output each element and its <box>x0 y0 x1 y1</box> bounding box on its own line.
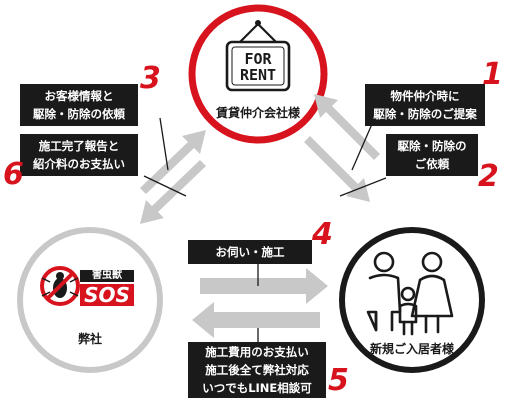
rent-sign-text: FOR RENT <box>227 44 289 90</box>
step-3-line2: 駆除・防除の依頼 <box>33 107 125 121</box>
step-number-6: 6 <box>3 157 24 192</box>
step-number-3: 3 <box>140 61 161 96</box>
pest-sos-logo <box>40 266 134 306</box>
rent-sign-line1: FOR <box>244 50 272 68</box>
step-5-line2: 施工後全て弊社対応 <box>205 363 309 377</box>
step-5-line1: 施工費用のお支払い <box>205 345 309 359</box>
step-5-line3: いつでもLINE相談可 <box>202 381 312 395</box>
step-1-line2: 駆除・防除のご提案 <box>373 107 477 121</box>
step-2-line2: ご依頼 <box>414 157 450 171</box>
step-label-5: 施工費用のお支払い 施工後全て弊社対応 いつでもLINE相談可 <box>188 342 326 398</box>
step-number-1: 1 <box>482 57 503 92</box>
horizontal-arrows <box>192 268 328 338</box>
for-rent-sign-icon <box>225 20 291 92</box>
step-4-line1: お伺い・施工 <box>215 245 285 259</box>
step-1-line1: 物件仲介時に <box>390 89 460 103</box>
logo-big-text: SOS <box>84 283 130 307</box>
step-6-line2: 紹介料のお支払い <box>33 157 125 171</box>
family-icon <box>366 251 454 336</box>
step-number-4: 4 <box>312 217 333 252</box>
step-3-line1: お客様情報と <box>44 89 114 103</box>
step-label-1: 物件仲介時に 駆除・防除のご提案 <box>365 84 485 126</box>
step-label-3: お客様情報と 駆除・防除の依頼 <box>20 84 138 126</box>
step-label-4: お伺い・施工 <box>188 240 312 264</box>
step-number-5: 5 <box>328 363 349 398</box>
rent-sign-line2: RENT <box>239 66 277 84</box>
resident-caption: 新規ご入居者様 <box>369 342 454 356</box>
logo-small-text: 害虫獣 <box>92 270 122 281</box>
rent-agency-caption: 賃貸仲介会社様 <box>215 106 300 120</box>
step-label-2: 駆除・防除の ご依頼 <box>386 134 478 176</box>
left-double-arrow <box>140 130 206 224</box>
company-caption: 弊社 <box>77 332 102 346</box>
step-6-line1: 施工完了報告と <box>38 139 120 153</box>
step-number-2: 2 <box>478 159 499 194</box>
label-connectors <box>143 117 387 344</box>
step-2-line1: 駆除・防除の <box>397 139 467 153</box>
step-label-6: 施工完了報告と 紹介料のお支払い <box>20 134 138 176</box>
